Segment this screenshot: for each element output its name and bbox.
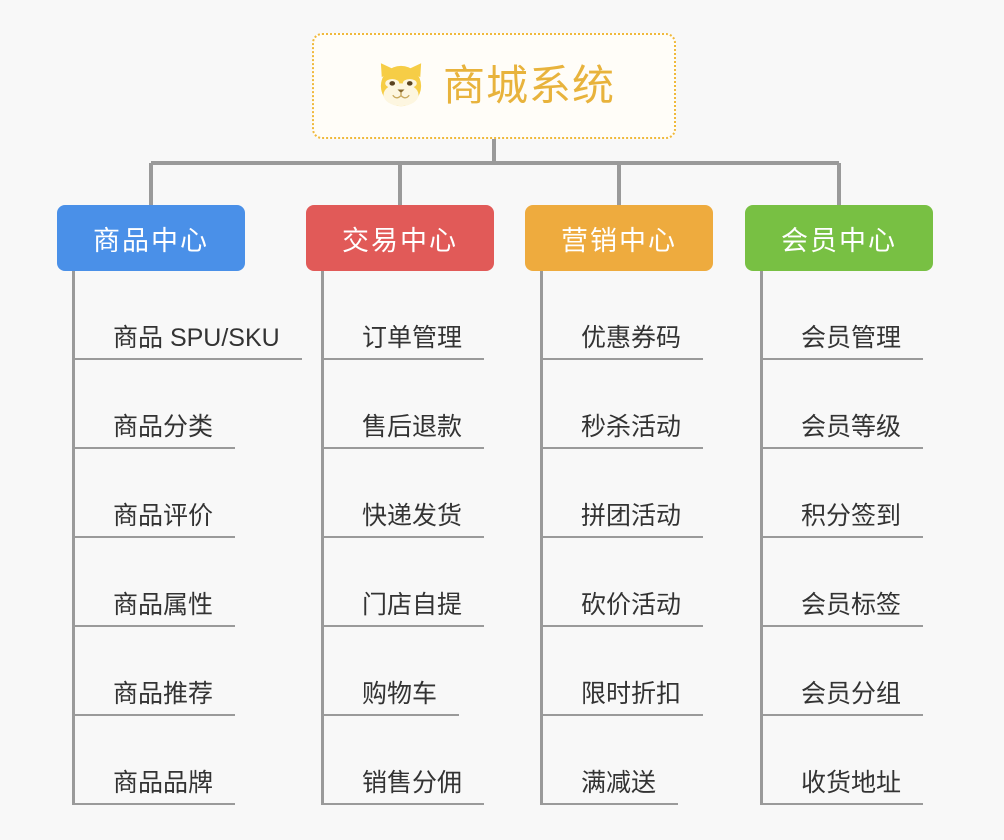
leaf-item[interactable]: 积分签到 — [763, 449, 933, 538]
shiba-dog-face-icon — [380, 63, 422, 107]
leaf-item-label: 门店自提 — [324, 591, 485, 627]
leaf-item-label: 商品属性 — [75, 591, 236, 627]
branch-header-label: 会员中心 — [781, 225, 897, 256]
leaf-item[interactable]: 收货地址 — [763, 716, 933, 805]
branch-header-member[interactable]: 会员中心 — [745, 205, 933, 271]
leaf-item[interactable]: 销售分佣 — [324, 716, 494, 805]
leaf-item[interactable]: 商品属性 — [75, 538, 245, 627]
leaf-item[interactable]: 快递发货 — [324, 449, 494, 538]
leaf-item-label: 售后退款 — [324, 413, 485, 449]
branch-header-product[interactable]: 商品中心 — [57, 205, 245, 271]
leaf-item[interactable]: 商品品牌 — [75, 716, 245, 805]
leaf-item-label: 优惠券码 — [543, 324, 704, 360]
leaf-item-label: 订单管理 — [324, 324, 485, 360]
leaf-list-product: 商品 SPU/SKU 商品分类 商品评价 商品属性 商品推荐 商品品牌 — [72, 271, 302, 805]
leaf-item-label: 销售分佣 — [324, 769, 485, 805]
leaf-item[interactable]: 商品评价 — [75, 449, 245, 538]
leaf-item-label: 会员分组 — [763, 680, 924, 716]
leaf-item[interactable]: 商品 SPU/SKU — [75, 271, 302, 360]
leaf-list-member: 会员管理 会员等级 积分签到 会员标签 会员分组 收货地址 — [760, 271, 933, 805]
leaf-item[interactable]: 门店自提 — [324, 538, 494, 627]
leaf-item-label: 商品分类 — [75, 413, 236, 449]
leaf-list-marketing: 优惠券码 秒杀活动 拼团活动 砍价活动 限时折扣 满减送 — [540, 271, 713, 805]
leaf-item[interactable]: 满减送 — [543, 716, 713, 805]
leaf-item-label: 商品评价 — [75, 502, 236, 538]
branch-column-product: 商品中心 商品 SPU/SKU 商品分类 商品评价 商品属性 商品推荐 商品品牌 — [57, 205, 302, 805]
leaf-item-label: 限时折扣 — [543, 680, 704, 716]
leaf-item[interactable]: 购物车 — [324, 627, 494, 716]
leaf-item[interactable]: 会员管理 — [763, 271, 933, 360]
leaf-item-label: 拼团活动 — [543, 502, 704, 538]
branch-header-marketing[interactable]: 营销中心 — [525, 205, 713, 271]
leaf-item-label: 会员管理 — [763, 324, 924, 360]
leaf-item-label: 秒杀活动 — [543, 413, 704, 449]
leaf-item-label: 商品推荐 — [75, 680, 236, 716]
leaf-item[interactable]: 会员标签 — [763, 538, 933, 627]
leaf-item-label: 会员等级 — [763, 413, 924, 449]
branch-header-label: 交易中心 — [342, 225, 458, 256]
leaf-item[interactable]: 会员分组 — [763, 627, 933, 716]
leaf-item[interactable]: 拼团活动 — [543, 449, 713, 538]
leaf-item[interactable]: 商品分类 — [75, 360, 245, 449]
leaf-item[interactable]: 售后退款 — [324, 360, 494, 449]
root-title: 商城系统 — [442, 62, 615, 109]
leaf-item-label: 满减送 — [543, 769, 679, 805]
leaf-item[interactable]: 商品推荐 — [75, 627, 245, 716]
leaf-item[interactable]: 秒杀活动 — [543, 360, 713, 449]
leaf-item[interactable]: 砍价活动 — [543, 538, 713, 627]
branch-header-label: 营销中心 — [561, 225, 677, 256]
leaf-item[interactable]: 会员等级 — [763, 360, 933, 449]
branch-header-label: 商品中心 — [93, 225, 209, 256]
leaf-item-label: 会员标签 — [763, 591, 924, 627]
leaf-item-label: 快递发货 — [324, 502, 485, 538]
root-node[interactable]: 商城系统 — [312, 33, 676, 139]
branch-header-transaction[interactable]: 交易中心 — [306, 205, 494, 271]
leaf-item-label: 购物车 — [324, 680, 460, 716]
leaf-item-label: 商品 SPU/SKU — [75, 324, 302, 360]
leaf-item-label: 积分签到 — [763, 502, 924, 538]
branch-column-marketing: 营销中心 优惠券码 秒杀活动 拼团活动 砍价活动 限时折扣 满减送 — [525, 205, 713, 805]
branch-column-member: 会员中心 会员管理 会员等级 积分签到 会员标签 会员分组 收货地址 — [745, 205, 933, 805]
branch-column-transaction: 交易中心 订单管理 售后退款 快递发货 门店自提 购物车 销售分佣 — [306, 205, 494, 805]
leaf-item[interactable]: 限时折扣 — [543, 627, 713, 716]
leaf-item[interactable]: 订单管理 — [324, 271, 494, 360]
leaf-list-transaction: 订单管理 售后退款 快递发货 门店自提 购物车 销售分佣 — [321, 271, 494, 805]
leaf-item-label: 商品品牌 — [75, 769, 236, 805]
leaf-item-label: 砍价活动 — [543, 591, 704, 627]
leaf-item[interactable]: 优惠券码 — [543, 271, 713, 360]
leaf-item-label: 收货地址 — [763, 769, 924, 805]
